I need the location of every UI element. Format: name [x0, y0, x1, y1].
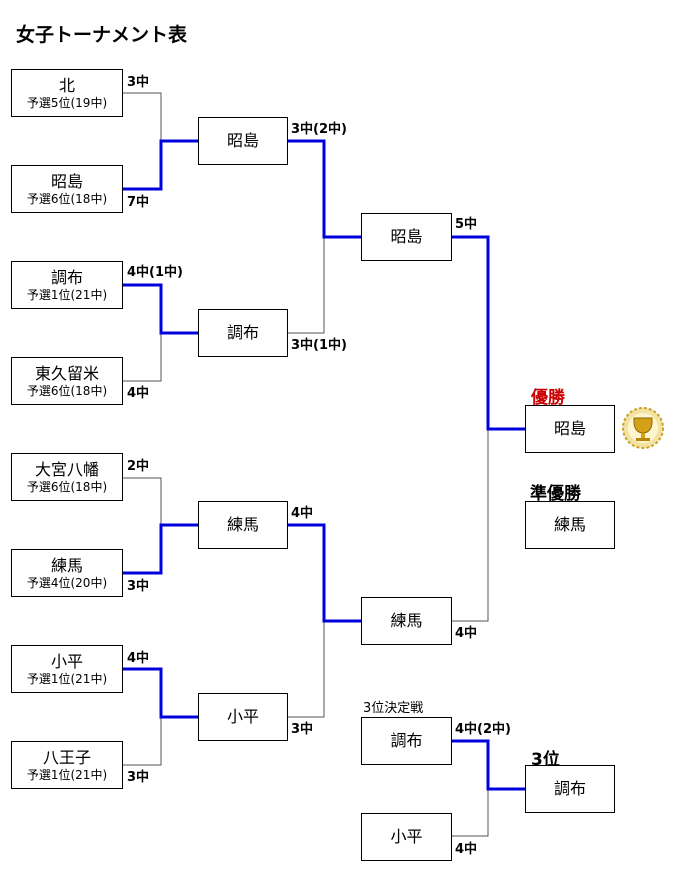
team-box-r2-nerima: 練馬	[198, 501, 288, 549]
team-name: 練馬	[390, 611, 423, 630]
score-label: 2中	[127, 459, 150, 474]
score-label: 3中(1中)	[291, 338, 347, 353]
team-name: 八王子	[42, 747, 91, 767]
score-label: 4中	[455, 842, 478, 857]
line-semi-nerima	[452, 429, 489, 622]
team-name: 小平	[390, 827, 423, 846]
line-hachioji	[123, 717, 162, 766]
page-title: 女子トーナメント表	[16, 24, 188, 46]
score-label: 4中(2中)	[455, 722, 511, 737]
team-box-semi-akishima: 昭島	[361, 213, 452, 261]
win-line-nerima-r2	[288, 523, 361, 623]
score-label: 4中(1中)	[127, 265, 183, 280]
third-place-team-chofu: 調布	[361, 717, 452, 765]
win-line-chofu-3rd	[452, 739, 525, 791]
team-name: 調布	[50, 267, 83, 287]
team-seed: 予選4位(20中)	[26, 575, 108, 590]
score-label: 3中	[127, 75, 150, 90]
team-name: 調布	[226, 323, 259, 342]
score-label: 5中	[455, 217, 478, 232]
line-omiyahachiman	[123, 477, 162, 525]
line-higashikurume	[123, 333, 162, 382]
line-r2-kodaira	[288, 621, 325, 718]
team-box-higashikurume: 東久留米 予選6位(18中)	[11, 357, 123, 405]
team-box-kodaira: 小平 予選1位(21中)	[11, 645, 123, 693]
team-name: 調布	[390, 731, 423, 750]
team-name: 大宮八幡	[34, 459, 99, 479]
team-seed: 予選1位(21中)	[26, 287, 108, 302]
team-seed: 予選6位(18中)	[26, 479, 108, 494]
score-label: 7中	[127, 195, 150, 210]
team-name: 昭島	[50, 171, 83, 191]
champion-label: 優勝	[531, 388, 565, 408]
third-place-team-kodaira: 小平	[361, 813, 452, 861]
third-place-caption: 3位決定戦	[363, 701, 424, 716]
team-name: 練馬	[50, 555, 83, 575]
score-label: 3中	[291, 722, 314, 737]
team-box-hachioji: 八王子 予選1位(21中)	[11, 741, 123, 789]
win-line-kodaira-r1	[123, 667, 198, 719]
champion-box: 昭島	[525, 405, 615, 453]
team-seed: 予選6位(18中)	[26, 383, 108, 398]
team-box-akishima: 昭島 予選6位(18中)	[11, 165, 123, 213]
team-box-r2-kodaira: 小平	[198, 693, 288, 741]
team-box-nerima: 練馬 予選4位(20中)	[11, 549, 123, 597]
team-seed: 予選1位(21中)	[26, 767, 108, 782]
score-label: 4中	[291, 506, 314, 521]
team-name: 練馬	[226, 515, 259, 534]
team-name: 東久留米	[34, 363, 99, 383]
team-name: 昭島	[226, 131, 259, 150]
score-label: 4中	[455, 626, 478, 641]
score-label: 3中(2中)	[291, 122, 347, 137]
team-box-omiyahachiman: 大宮八幡 予選6位(18中)	[11, 453, 123, 501]
runner-up-label: 準優勝	[530, 484, 581, 504]
team-name: 小平	[50, 651, 83, 671]
win-line-akishima-semi	[452, 235, 525, 431]
team-box-chofu: 調布 予選1位(21中)	[11, 261, 123, 309]
team-seed: 予選1位(21中)	[26, 671, 108, 686]
team-box-kita: 北 予選5位(19中)	[11, 69, 123, 117]
team-seed: 予選5位(19中)	[26, 95, 108, 110]
third-place-box: 調布	[525, 765, 615, 813]
team-name: 北	[58, 75, 75, 95]
score-label: 3中	[127, 579, 150, 594]
team-name: 調布	[553, 779, 586, 798]
runner-up-box: 練馬	[525, 501, 615, 549]
team-name: 小平	[226, 707, 259, 726]
score-label: 4中	[127, 386, 150, 401]
team-box-r2-chofu: 調布	[198, 309, 288, 357]
team-name: 昭島	[390, 227, 423, 246]
team-seed: 予選6位(18中)	[26, 191, 108, 206]
team-name: 昭島	[553, 419, 586, 438]
win-line-chofu-r1	[123, 283, 198, 335]
line-kita	[123, 92, 162, 141]
team-box-semi-nerima: 練馬	[361, 597, 452, 645]
win-line-nerima-r1	[123, 523, 198, 575]
line-3rd-kodaira	[452, 789, 489, 837]
trophy-icon	[622, 407, 664, 449]
team-box-r2-akishima: 昭島	[198, 117, 288, 165]
score-label: 3中	[127, 770, 150, 785]
team-name: 練馬	[553, 515, 586, 534]
win-line-akishima-r1	[123, 139, 198, 191]
line-r2-chofu	[288, 237, 325, 334]
score-label: 4中	[127, 651, 150, 666]
win-line-akishima-r2	[288, 139, 361, 239]
